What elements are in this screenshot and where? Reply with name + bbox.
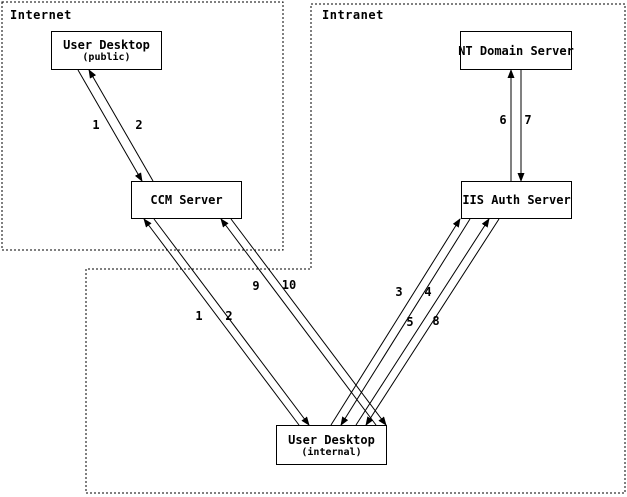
connection-label-step-1: 1 (92, 118, 99, 132)
node-user-desktop-public: User Desktop (public) (51, 31, 162, 70)
node-label: IIS Auth Server (462, 193, 571, 207)
connection-label-step-4: 4 (424, 285, 431, 299)
connection-line-step-3 (330, 218, 461, 426)
node-nt-domain-server: NT Domain Server (458, 31, 574, 70)
node-iis-auth-server: IIS Auth Server (461, 181, 572, 219)
connection-label-step-10: 10 (282, 278, 296, 292)
zone-label-intranet: Intranet (322, 8, 384, 22)
connection-line-step-1 (143, 218, 300, 426)
connection-line-step-2 (88, 69, 154, 182)
zone-outline-internet (1, 1, 284, 251)
node-ccm-server: CCM Server (131, 181, 242, 219)
connection-line-step-4 (340, 218, 471, 426)
connection-line-step-5 (355, 218, 490, 426)
connection-line-step-8 (365, 218, 500, 426)
node-label: User Desktop (288, 432, 375, 447)
node-user-desktop-internal: User Desktop (internal) (276, 425, 387, 465)
connection-label-step-9: 9 (252, 279, 259, 293)
connection-label-step-6: 6 (499, 113, 506, 127)
node-sublabel: (public) (82, 52, 131, 63)
connection-line-step-2 (153, 218, 310, 426)
connection-label-step-2: 2 (225, 309, 232, 323)
connection-line-step-1 (77, 69, 143, 182)
zone-label-internet: Internet (10, 8, 72, 22)
node-sublabel: (internal) (301, 446, 362, 458)
node-label: User Desktop (63, 38, 150, 52)
node-label: CCM Server (150, 193, 223, 207)
connection-label-step-3: 3 (395, 285, 402, 299)
node-label: NT Domain Server (458, 43, 574, 58)
connection-label-step-8: 8 (432, 314, 439, 328)
connection-line-step-9 (220, 218, 377, 426)
zone-outline-intranet (85, 3, 626, 494)
connection-label-step-7: 7 (524, 113, 531, 127)
connection-line-step-10 (230, 218, 387, 426)
connection-label-step-5: 5 (406, 315, 413, 329)
connection-label-step-2: 2 (135, 118, 142, 132)
connection-label-step-1: 1 (195, 309, 202, 323)
